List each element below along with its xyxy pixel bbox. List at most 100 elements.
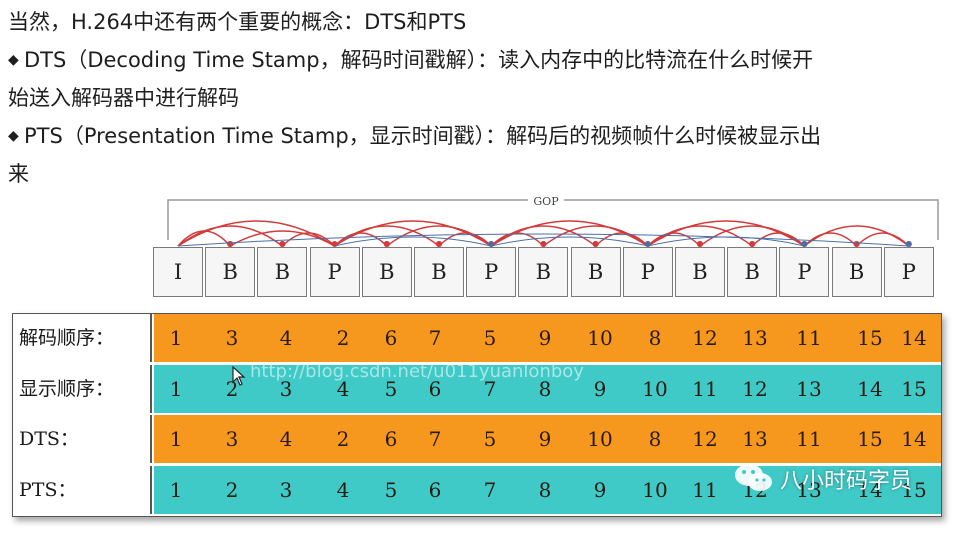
pts-bullet-continued: 来 xyxy=(8,162,29,186)
frame-box: B xyxy=(675,247,725,297)
pts-bullet-text: PTS（Presentation Time Stamp，显示时间戳）：解码后的视… xyxy=(24,124,822,148)
table-cell: 3 xyxy=(279,376,293,401)
row-divider xyxy=(13,412,941,415)
reference-arrow xyxy=(751,232,805,247)
reference-arrow xyxy=(595,232,649,247)
table-cell: 4 xyxy=(336,376,350,401)
watermark-url: http://blog.csdn.net/u011yuanlonboy xyxy=(250,361,584,382)
table-cell: 10 xyxy=(642,477,668,502)
frame-box: B xyxy=(205,247,256,297)
reference-arrow xyxy=(490,220,649,247)
table-cell: 5 xyxy=(384,477,398,502)
table-cell: 9 xyxy=(538,427,552,451)
table-cell: 11 xyxy=(796,427,822,451)
mouse-cursor-icon xyxy=(232,365,246,390)
reference-arrow xyxy=(281,232,336,247)
table-cell: 13 xyxy=(742,427,768,451)
table-cell: 15 xyxy=(857,427,883,451)
reference-arrow xyxy=(386,225,492,247)
reference-arrow xyxy=(438,232,492,247)
table-cell: 8 xyxy=(538,376,552,401)
table-cell: 5 xyxy=(483,427,497,451)
table-cell: 7 xyxy=(428,326,442,350)
dts-bullet-text: DTS（Decoding Time Stamp，解码时间戳解）：读入内存中的比特… xyxy=(24,48,814,72)
table-cell: 12 xyxy=(692,326,718,350)
frame-box: P xyxy=(622,247,673,297)
intro-line: 当然，H.264中还有两个重要的概念：DTS和PTS xyxy=(8,10,467,34)
table-cell: 15 xyxy=(857,326,883,350)
table-cell: 15 xyxy=(901,477,927,502)
table-cell: 4 xyxy=(336,477,350,502)
table-cell: 2 xyxy=(336,427,350,451)
table-cell: 8 xyxy=(538,477,552,502)
frame-box: B xyxy=(414,247,464,297)
table-cell: 6 xyxy=(428,376,442,401)
logo-text: 八小时码字员 xyxy=(780,469,913,494)
arrow-head xyxy=(279,241,286,247)
table-cell: 6 xyxy=(384,427,398,451)
arc-group xyxy=(177,220,912,247)
table-cell: 4 xyxy=(279,326,293,350)
table-cell: 8 xyxy=(648,427,662,451)
arrow-head xyxy=(540,241,547,247)
reference-arrow xyxy=(334,236,492,247)
frame-box: P xyxy=(466,247,517,297)
reference-arrow xyxy=(177,225,283,247)
frame-box: B xyxy=(727,247,778,297)
table-cell: 5 xyxy=(483,326,497,350)
table-cell: 9 xyxy=(593,477,607,502)
frame-box: P xyxy=(309,247,360,297)
reference-arrow xyxy=(229,230,335,247)
wechat-logo: 八小时码字员 xyxy=(732,458,942,498)
reference-arrow xyxy=(856,232,910,247)
table-cell: 1 xyxy=(169,326,183,350)
frame-box: B xyxy=(570,247,621,297)
pts-bullet: ◆PTS（Presentation Time Stamp，显示时间戳）：解码后的… xyxy=(8,120,821,150)
table-cell: 3 xyxy=(225,326,239,350)
arrow-head xyxy=(801,241,808,247)
table-cell: 10 xyxy=(587,427,613,451)
row-label: PTS： xyxy=(13,465,152,514)
table-cell: 2 xyxy=(225,477,239,502)
frame-box: P xyxy=(779,247,830,297)
row-label: 解码顺序： xyxy=(13,314,152,362)
dts-bullet-continued: 始送入解码器中进行解码 xyxy=(8,86,239,110)
table-cell: 1 xyxy=(169,427,183,451)
row-label: DTS： xyxy=(13,415,152,463)
table-cell: 1 xyxy=(169,477,183,502)
frame-box: B xyxy=(831,247,882,297)
table-cell: 10 xyxy=(587,326,613,350)
table-cell: 10 xyxy=(642,376,668,401)
arrow-head xyxy=(749,241,756,247)
table-cell: 11 xyxy=(692,376,718,401)
table-cell: 12 xyxy=(742,376,768,401)
table-cell: 2 xyxy=(336,326,350,350)
frame-box: B xyxy=(361,247,412,297)
reference-arrow xyxy=(334,220,492,247)
dts-bullet: ◆DTS（Decoding Time Stamp，解码时间戳解）：读入内存中的比… xyxy=(8,44,813,74)
row-divider xyxy=(13,362,941,364)
reference-arrow xyxy=(542,225,649,247)
table-cell: 3 xyxy=(225,427,239,451)
arrow-head xyxy=(436,241,442,247)
table-cell: 11 xyxy=(796,326,822,350)
arrow-head xyxy=(905,241,912,247)
table-cell: 5 xyxy=(384,376,398,401)
table-cell: 7 xyxy=(483,376,497,401)
reference-arrow xyxy=(699,225,805,247)
frame-box: I xyxy=(153,247,203,297)
table-cell: 6 xyxy=(428,477,442,502)
frame-box: P xyxy=(883,247,934,297)
gop-label-bg xyxy=(528,192,564,208)
reference-arrow xyxy=(491,236,648,247)
arrow-head xyxy=(592,241,599,247)
wechat-icon xyxy=(735,464,772,491)
frame-box: B xyxy=(257,247,308,297)
